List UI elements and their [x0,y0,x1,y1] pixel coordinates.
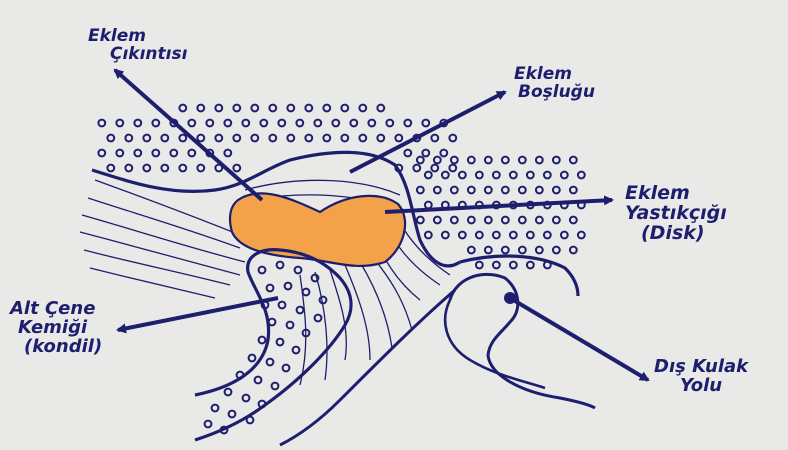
label-eklem-boslugu: Eklem Boşluğu [514,66,595,102]
label-alt-cene-kemigi: Alt Çene Kemiği (kondil) [10,300,102,357]
label-eklem-yastikcigi: Eklem Yastıkçığı (Disk) [625,184,727,244]
label-line: (kondil) [24,338,102,357]
label-line: Çıkıntısı [110,46,187,64]
label-line: Boşluğu [518,84,595,102]
label-line: Yastıkçığı [625,204,727,224]
label-line: (Disk) [641,224,727,244]
label-dis-kulak-yolu: Dış Kulak Yolu [654,358,748,396]
label-line: Eklem [625,184,727,204]
label-line: Yolu [680,377,748,396]
label-eklem-cikintisi: Eklem Çıkıntısı [88,28,187,64]
label-line: Kemiği [18,319,102,338]
